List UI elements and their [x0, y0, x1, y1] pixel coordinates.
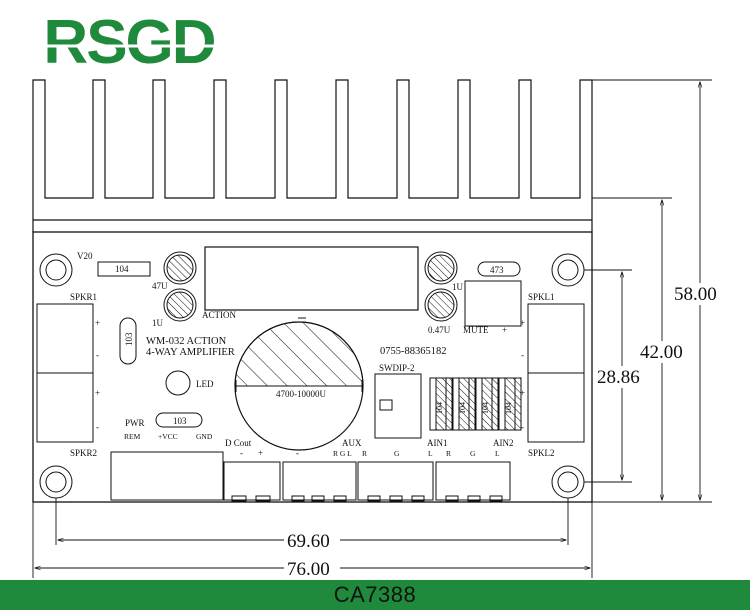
dim-height-board: 42.00 [640, 342, 683, 363]
label-spkr2-plus: + [95, 388, 100, 398]
label-ain2: AIN2 [493, 438, 514, 448]
dimension-lines [32, 79, 712, 578]
board-title-1: WM-032 ACTION [146, 336, 227, 347]
label-spkr1-plus: + [95, 318, 100, 328]
resistor-103-vertical [119, 317, 137, 365]
label-47u: 47U [152, 281, 168, 291]
label-gnd: GND [196, 432, 213, 441]
label-047u: 0.47U [428, 325, 451, 335]
dim-height-holes: 28.86 [597, 367, 640, 388]
label-1u-right: 1U [452, 282, 464, 292]
label-spkl1-minus: - [521, 350, 524, 360]
board-drawing: V20 104 473 47U ACTION 1U 1U 0.47U MUTE … [32, 79, 717, 580]
label-led: LED [196, 379, 214, 389]
label-mute-plus: + [502, 325, 507, 335]
label-aux-pins: R G L [333, 449, 352, 458]
label-ain2-l: L [495, 449, 500, 458]
ceramic-caps [429, 377, 522, 431]
board-phone: 0755-88365182 [380, 346, 447, 357]
dim-width-outer: 76.00 [287, 559, 330, 580]
logo-text: RSGD [43, 10, 214, 72]
label-1u-left: 1U [152, 318, 164, 328]
mute-switch [464, 280, 522, 327]
heatsink [32, 79, 593, 232]
label-rem: REM [124, 432, 141, 441]
label-aux-minus: - [296, 448, 299, 458]
label-spkl2: SPKL2 [528, 448, 555, 458]
dip-switch-lever [379, 399, 393, 411]
small-capacitors [163, 251, 458, 322]
dim-width-inner: 69.60 [287, 531, 330, 552]
model-banner: CA7388 [0, 580, 750, 610]
label-cap-104-3: 104 [481, 402, 490, 414]
label-res-103-pwr: 103 [173, 416, 187, 426]
label-mute: MUTE [463, 325, 489, 335]
resistor-103-pwr [155, 412, 203, 428]
label-spkr2: SPKR2 [70, 448, 97, 458]
label-pwr: PWR [125, 418, 145, 428]
label-ain1-l: L [428, 449, 433, 458]
heatsink-fins [32, 79, 593, 232]
model-number: CA7388 [333, 582, 417, 607]
label-res-104: 104 [115, 264, 129, 274]
label-cap-104-2: 104 [458, 402, 467, 414]
ic-chip [204, 246, 419, 311]
rsgd-logo: RSGD [12, 10, 247, 72]
label-spkr1: SPKR1 [70, 292, 97, 302]
label-spkl1: SPKL1 [528, 292, 555, 302]
label-cap-104-4: 104 [504, 402, 513, 414]
main-capacitor [234, 317, 364, 451]
label-aux-r: R [362, 449, 367, 458]
bottom-connectors [110, 451, 511, 502]
label-spkr1-minus: - [96, 350, 99, 360]
label-ain1: AIN1 [427, 438, 448, 448]
led [165, 370, 191, 396]
resistor-104 [97, 261, 151, 277]
label-dcout-plus: + [258, 448, 263, 458]
label-spkr2-minus: - [96, 422, 99, 432]
label-vcc: +VCC [158, 432, 178, 441]
board-title-2: 4-WAY AMPLIFIER [146, 347, 235, 358]
label-ain1-r: R [446, 449, 451, 458]
dip-switch [374, 373, 422, 439]
label-res-473: 473 [490, 265, 504, 275]
label-aux-g: G [394, 449, 400, 458]
label-dcout-minus: - [240, 448, 243, 458]
pcb-outline [32, 231, 593, 503]
label-aux: AUX [342, 438, 362, 448]
speaker-terminals [36, 303, 585, 443]
label-spkl1-plus: + [520, 318, 525, 328]
label-main-cap: 4700-10000U [276, 389, 326, 399]
label-ain2-g: G [470, 449, 476, 458]
label-v20: V20 [77, 251, 93, 261]
label-swdip: SWDIP-2 [379, 363, 415, 373]
label-spkl2-plus: + [520, 388, 525, 398]
label-spkl2-minus: - [521, 422, 524, 432]
label-cap-104-1: 104 [435, 402, 444, 414]
dim-height-total: 58.00 [674, 284, 717, 305]
resistor-473 [477, 261, 521, 277]
label-action: ACTION [202, 310, 236, 320]
label-res-103-v: 103 [124, 332, 134, 346]
label-dcout: D Cout [225, 438, 252, 448]
